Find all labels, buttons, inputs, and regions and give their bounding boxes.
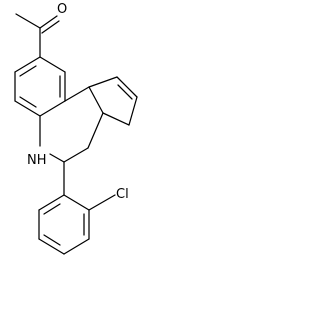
- bond-double-inner: [19, 96, 37, 108]
- bond: [87, 112, 104, 149]
- bond: [63, 194, 90, 211]
- bond: [102, 112, 130, 126]
- bond: [88, 86, 104, 114]
- oxygen-label: O: [57, 2, 67, 17]
- bond-carbonyl-1: [39, 15, 58, 29]
- bond: [38, 194, 65, 211]
- bond: [39, 56, 66, 73]
- bond: [63, 147, 89, 163]
- acetyl-group: O: [15, 2, 67, 58]
- bond-carbonyl-2: [41, 20, 60, 34]
- bond-c-n: [49, 153, 65, 163]
- chemical-structure-diagram: O NH: [14, 2, 138, 255]
- bond: [128, 96, 138, 126]
- bond: [64, 86, 90, 102]
- bond: [88, 76, 118, 88]
- bond-c-cl: [88, 194, 116, 211]
- bond-double-inner: [43, 203, 61, 215]
- nh-label: NH: [27, 153, 47, 168]
- bond-methyl: [15, 13, 41, 29]
- cyclopentene-ring: [88, 76, 138, 126]
- bond: [39, 100, 66, 117]
- bond: [116, 76, 138, 98]
- bond: [14, 56, 41, 73]
- chlorine-label: Cl: [116, 187, 129, 202]
- bond-double-inner: [117, 84, 133, 100]
- aromatic-ring-quinoline: [14, 56, 66, 117]
- chlorophenyl-ring: Cl: [38, 161, 129, 255]
- bond: [38, 238, 65, 255]
- dihydropyridine-ring: NH: [27, 86, 104, 168]
- bond: [14, 100, 41, 117]
- bond-double-inner: [43, 234, 61, 246]
- bond: [63, 238, 90, 255]
- bond-double-inner: [19, 65, 37, 77]
